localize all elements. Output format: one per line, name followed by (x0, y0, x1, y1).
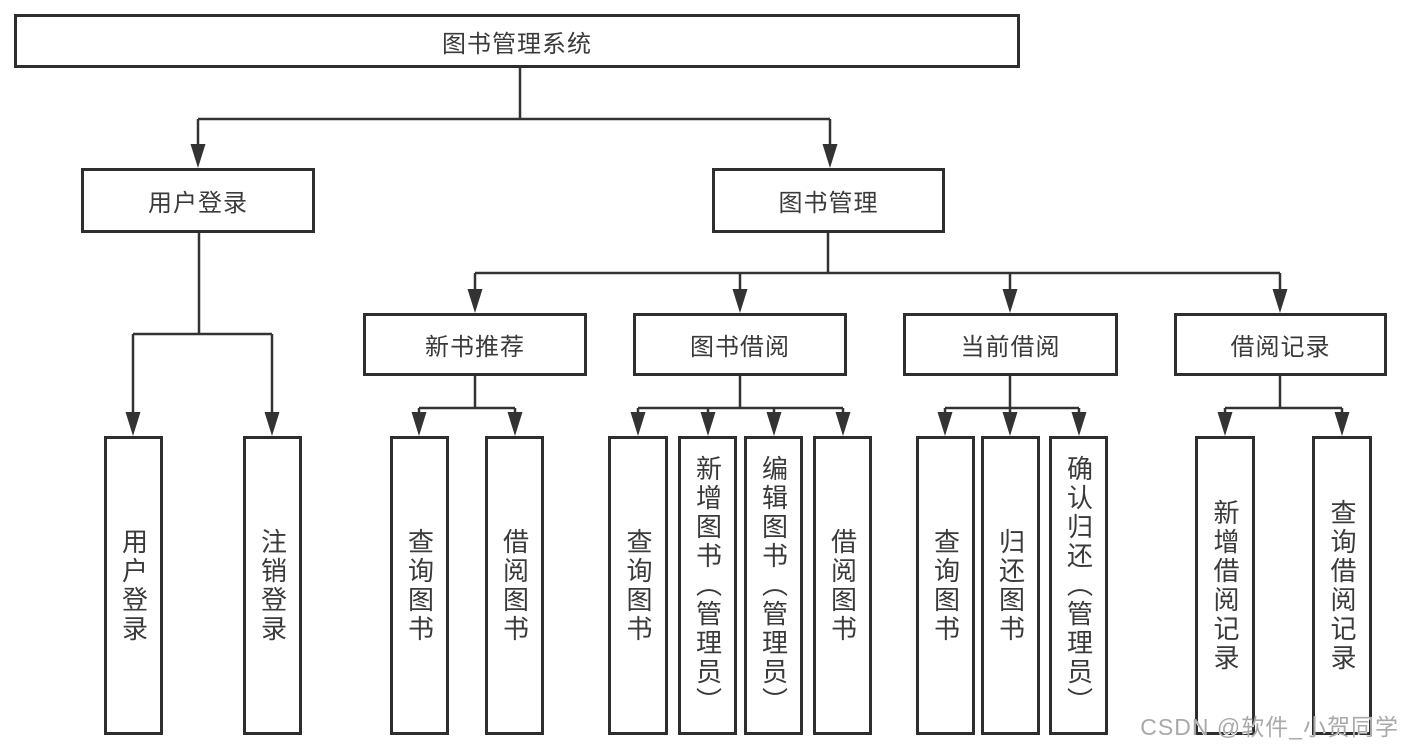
connector-user-login-to-leaves (131, 233, 274, 414)
connector-new-book-rec-to-leaves (417, 376, 517, 414)
node-label: 借阅记录 (1230, 334, 1331, 361)
arrow-icon (732, 289, 748, 313)
leaf-query-book-borrowing: 查询图书 (608, 436, 668, 735)
arrow-icon (1071, 412, 1087, 436)
arrow-icon (125, 412, 141, 436)
node-label: 查询图书 (930, 527, 961, 644)
leaf-borrow-book: 借阅图书 (813, 436, 872, 735)
leaf-logout: 注销登录 (243, 436, 302, 735)
arrow-icon (411, 412, 427, 436)
connector-book-borrow-to-leaves (636, 376, 845, 414)
node-label: 查询图书 (404, 527, 435, 644)
arrow-icon (700, 412, 716, 436)
leaf-confirm-return-admin: 确认归还（管理员） (1049, 436, 1108, 735)
arrow-icon (1272, 289, 1288, 313)
arrow-icon (264, 412, 280, 436)
leaf-return-book: 归还图书 (981, 436, 1040, 735)
node-label: 借阅图书 (499, 527, 530, 644)
arrow-icon (835, 412, 851, 436)
node-book-management: 图书管理 (712, 168, 945, 233)
connector-book-management-to-level3 (473, 233, 1282, 292)
leaf-query-book-current: 查询图书 (916, 436, 975, 735)
connector-current-borrow-to-leaves (943, 376, 1081, 414)
arrow-icon (1217, 412, 1233, 436)
node-current-borrowing: 当前借阅 (903, 313, 1118, 376)
node-label: 用户登录 (148, 190, 248, 217)
arrow-icon (1334, 412, 1350, 436)
node-library-management-system: 图书管理系统 (14, 14, 1020, 68)
arrow-icon (766, 412, 782, 436)
leaf-query-borrow-record: 查询借阅记录 (1312, 436, 1372, 735)
node-label: 用户登录 (118, 527, 149, 644)
arrow-icon (467, 289, 483, 313)
node-label: 注销登录 (257, 527, 288, 644)
node-user-login: 用户登录 (81, 168, 315, 233)
leaf-user-login: 用户登录 (104, 436, 163, 735)
arrow-icon (630, 412, 646, 436)
node-borrowing-records: 借阅记录 (1174, 313, 1387, 376)
node-label: 图书管理系统 (442, 30, 592, 58)
arrow-icon (507, 412, 523, 436)
node-label: 查询借阅记录 (1327, 498, 1357, 673)
leaf-borrow-book-recommend: 借阅图书 (485, 436, 544, 735)
node-label: 归还图书 (995, 527, 1026, 644)
leaf-query-book-recommend: 查询图书 (390, 436, 449, 735)
node-label: 新增图书（管理员） (692, 455, 723, 716)
node-label: 借阅图书 (827, 527, 858, 644)
arrow-icon (822, 144, 838, 168)
connector-borrow-records-to-leaves (1223, 376, 1344, 414)
leaf-edit-book-admin: 编辑图书（管理员） (744, 436, 803, 735)
arrow-icon (937, 412, 953, 436)
node-label: 新书推荐 (425, 334, 525, 361)
node-label: 图书管理 (778, 190, 879, 217)
leaf-add-borrow-record: 新增借阅记录 (1195, 436, 1255, 735)
watermark: CSDN @软件_小贺同学 (1140, 714, 1399, 740)
node-label: 当前借阅 (960, 334, 1061, 361)
arrow-icon (190, 144, 206, 168)
arrow-icon (1002, 289, 1018, 313)
node-label: 图书借阅 (690, 334, 790, 361)
node-label: 确认归还（管理员） (1063, 455, 1094, 716)
node-label: 编辑图书（管理员） (758, 455, 789, 716)
node-book-borrowing: 图书借阅 (633, 313, 847, 376)
node-label: 查询图书 (623, 527, 653, 644)
leaf-add-book-admin: 新增图书（管理员） (678, 436, 737, 735)
node-new-book-recommendation: 新书推荐 (363, 313, 587, 376)
connector-root-to-level2 (196, 68, 832, 146)
node-label: 新增借阅记录 (1210, 498, 1240, 673)
arrow-icon (1002, 412, 1018, 436)
